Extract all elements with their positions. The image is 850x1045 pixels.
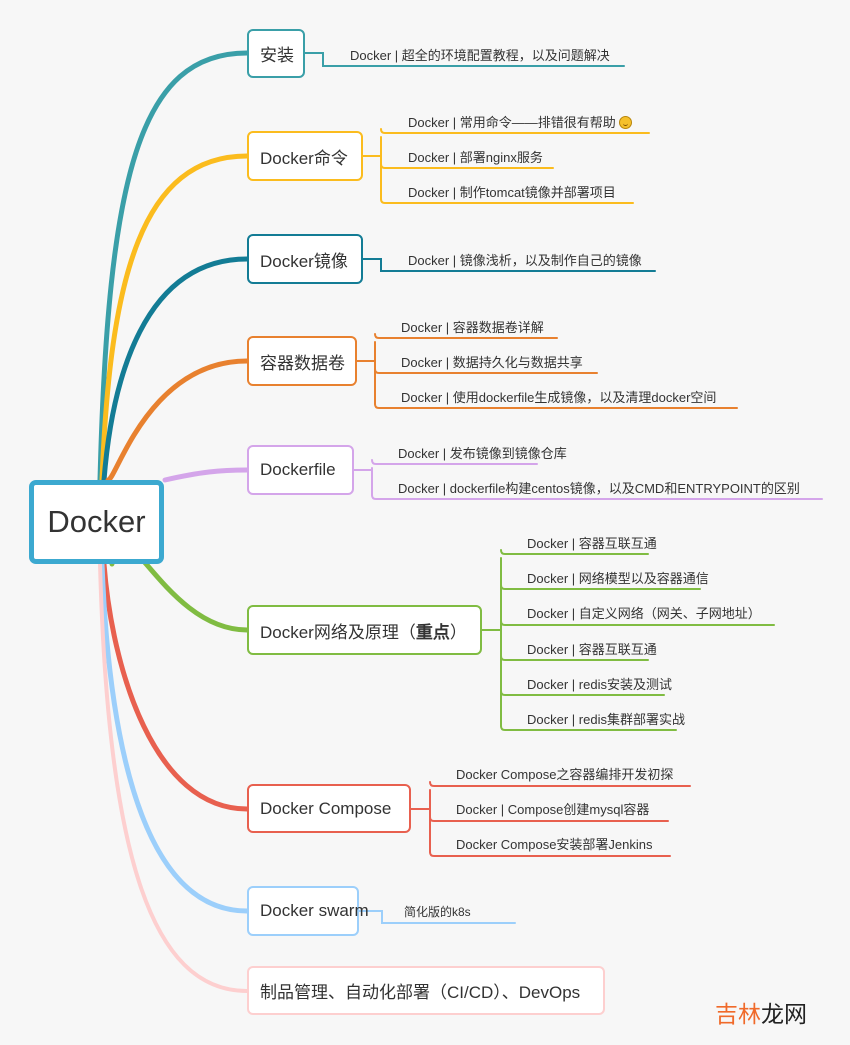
subtopic[interactable]: Docker | redis集群部署实战 [527,712,685,727]
subtopic-underline [500,584,701,590]
topic-docker-commands[interactable]: Docker命令 [247,131,363,181]
subtopic-underline [374,333,558,339]
subtopic-underline [371,459,538,465]
subtopic-underline [500,620,775,626]
topic-label: 容器数据卷 [260,353,345,373]
watermark-part1: 吉林 [715,1001,761,1027]
topic-label: Docker网络及原理（ [260,622,416,642]
topic-label: Docker swarm [260,901,369,920]
smirk-emoji-icon [618,116,632,129]
subtopic-underline [429,816,669,822]
topic-dockerfile[interactable]: Dockerfile [247,445,354,495]
subtopic-underline [500,690,665,696]
subtopic[interactable]: Docker | 发布镜像到镜像仓库 [398,446,567,461]
subtopic-connector [362,258,656,272]
subtopic[interactable]: Docker | Compose创建mysql容器 [456,802,650,817]
topic-docker-images[interactable]: Docker镜像 [247,234,363,284]
subtopic-text: Docker | 常用命令——排错很有帮助 [408,115,616,130]
subtopic[interactable]: Docker | redis安装及测试 [527,677,672,692]
topic-docker-compose[interactable]: Docker Compose [247,784,411,833]
subtopic-underline [500,725,677,731]
topic-docker-swarm[interactable]: Docker swarm [247,886,369,936]
branch-line [101,561,250,812]
subtopic[interactable]: Docker | 自定义网络（网关、子网地址） [527,606,761,621]
subtopic-underline [374,368,598,374]
subtopic[interactable]: Docker | 常用命令——排错很有帮助 [408,112,632,131]
subtopic-underline [500,655,649,661]
root-node[interactable]: Docker [29,480,164,564]
topic-label: 安装 [260,46,294,65]
subtopic[interactable]: Docker Compose安装部署Jenkins [456,837,653,852]
topic-label: 制品管理、自动化部署（CI/CD）、DevOps [260,983,581,1002]
subtopic[interactable]: Docker | 镜像浅析，以及制作自己的镜像 [408,253,642,268]
topic-label: Docker命令 [260,148,348,168]
root-label: Docker [47,504,146,539]
subtopic[interactable]: Docker | 部署nginx服务 [408,150,543,165]
subtopic-underline [374,403,738,409]
subtopic-underline [429,851,671,857]
topic-label-end: ） [449,622,467,642]
subtopic[interactable]: Docker Compose之容器编排开发初探 [456,767,674,782]
subtopic[interactable]: Docker | 使用dockerfile生成镜像，以及清理docker空间 [401,390,717,405]
subtopic-connector [358,910,516,924]
topic-label: Dockerfile [260,460,336,479]
branch-line [99,153,250,483]
topic-docker-network[interactable]: Docker网络及原理（重点） [247,605,482,655]
topic-label-emphasis: 重点 [415,622,450,642]
subtopic[interactable]: Docker | 网络模型以及容器通信 [527,571,709,586]
watermark-part2: 龙网 [761,1001,807,1027]
subtopic[interactable]: Docker | dockerfile构建centos镜像，以及CMD和ENTR… [398,481,800,496]
subtopic[interactable]: Docker | 制作tomcat镜像并部署项目 [408,185,616,200]
subtopic[interactable]: Docker | 容器互联互通 [527,536,657,551]
subtopic[interactable]: Docker | 容器互联互通 [527,642,657,657]
subtopic[interactable]: 简化版的k8s [404,905,471,919]
subtopic[interactable]: Docker | 数据持久化与数据共享 [401,355,583,370]
subtopic-underline [380,198,634,204]
subtopic-underline [380,128,650,134]
subtopic-underline [380,163,554,169]
branch-line [97,50,250,483]
topic-label: Docker Compose [260,798,392,818]
subtopic-underline [371,494,823,500]
branch-line [105,358,250,483]
subtopic-underline [429,781,691,787]
subtopic[interactable]: Docker | 超全的环境配置教程，以及问题解决 [350,48,610,63]
branch-line [101,256,250,483]
branch-line [98,562,249,993]
topic-devops[interactable]: 制品管理、自动化部署（CI/CD）、DevOps [247,966,605,1015]
watermark-logo: 吉林龙网 [715,995,807,1029]
subtopic[interactable]: Docker | 容器数据卷详解 [401,320,544,335]
subtopic-connector [304,52,625,67]
topic-data-volumes[interactable]: 容器数据卷 [247,336,357,386]
subtopic-underline [500,549,649,555]
branch-line [162,467,250,483]
topic-install[interactable]: 安装 [247,29,305,78]
topic-label: Docker镜像 [260,251,348,271]
branch-line [99,561,250,914]
